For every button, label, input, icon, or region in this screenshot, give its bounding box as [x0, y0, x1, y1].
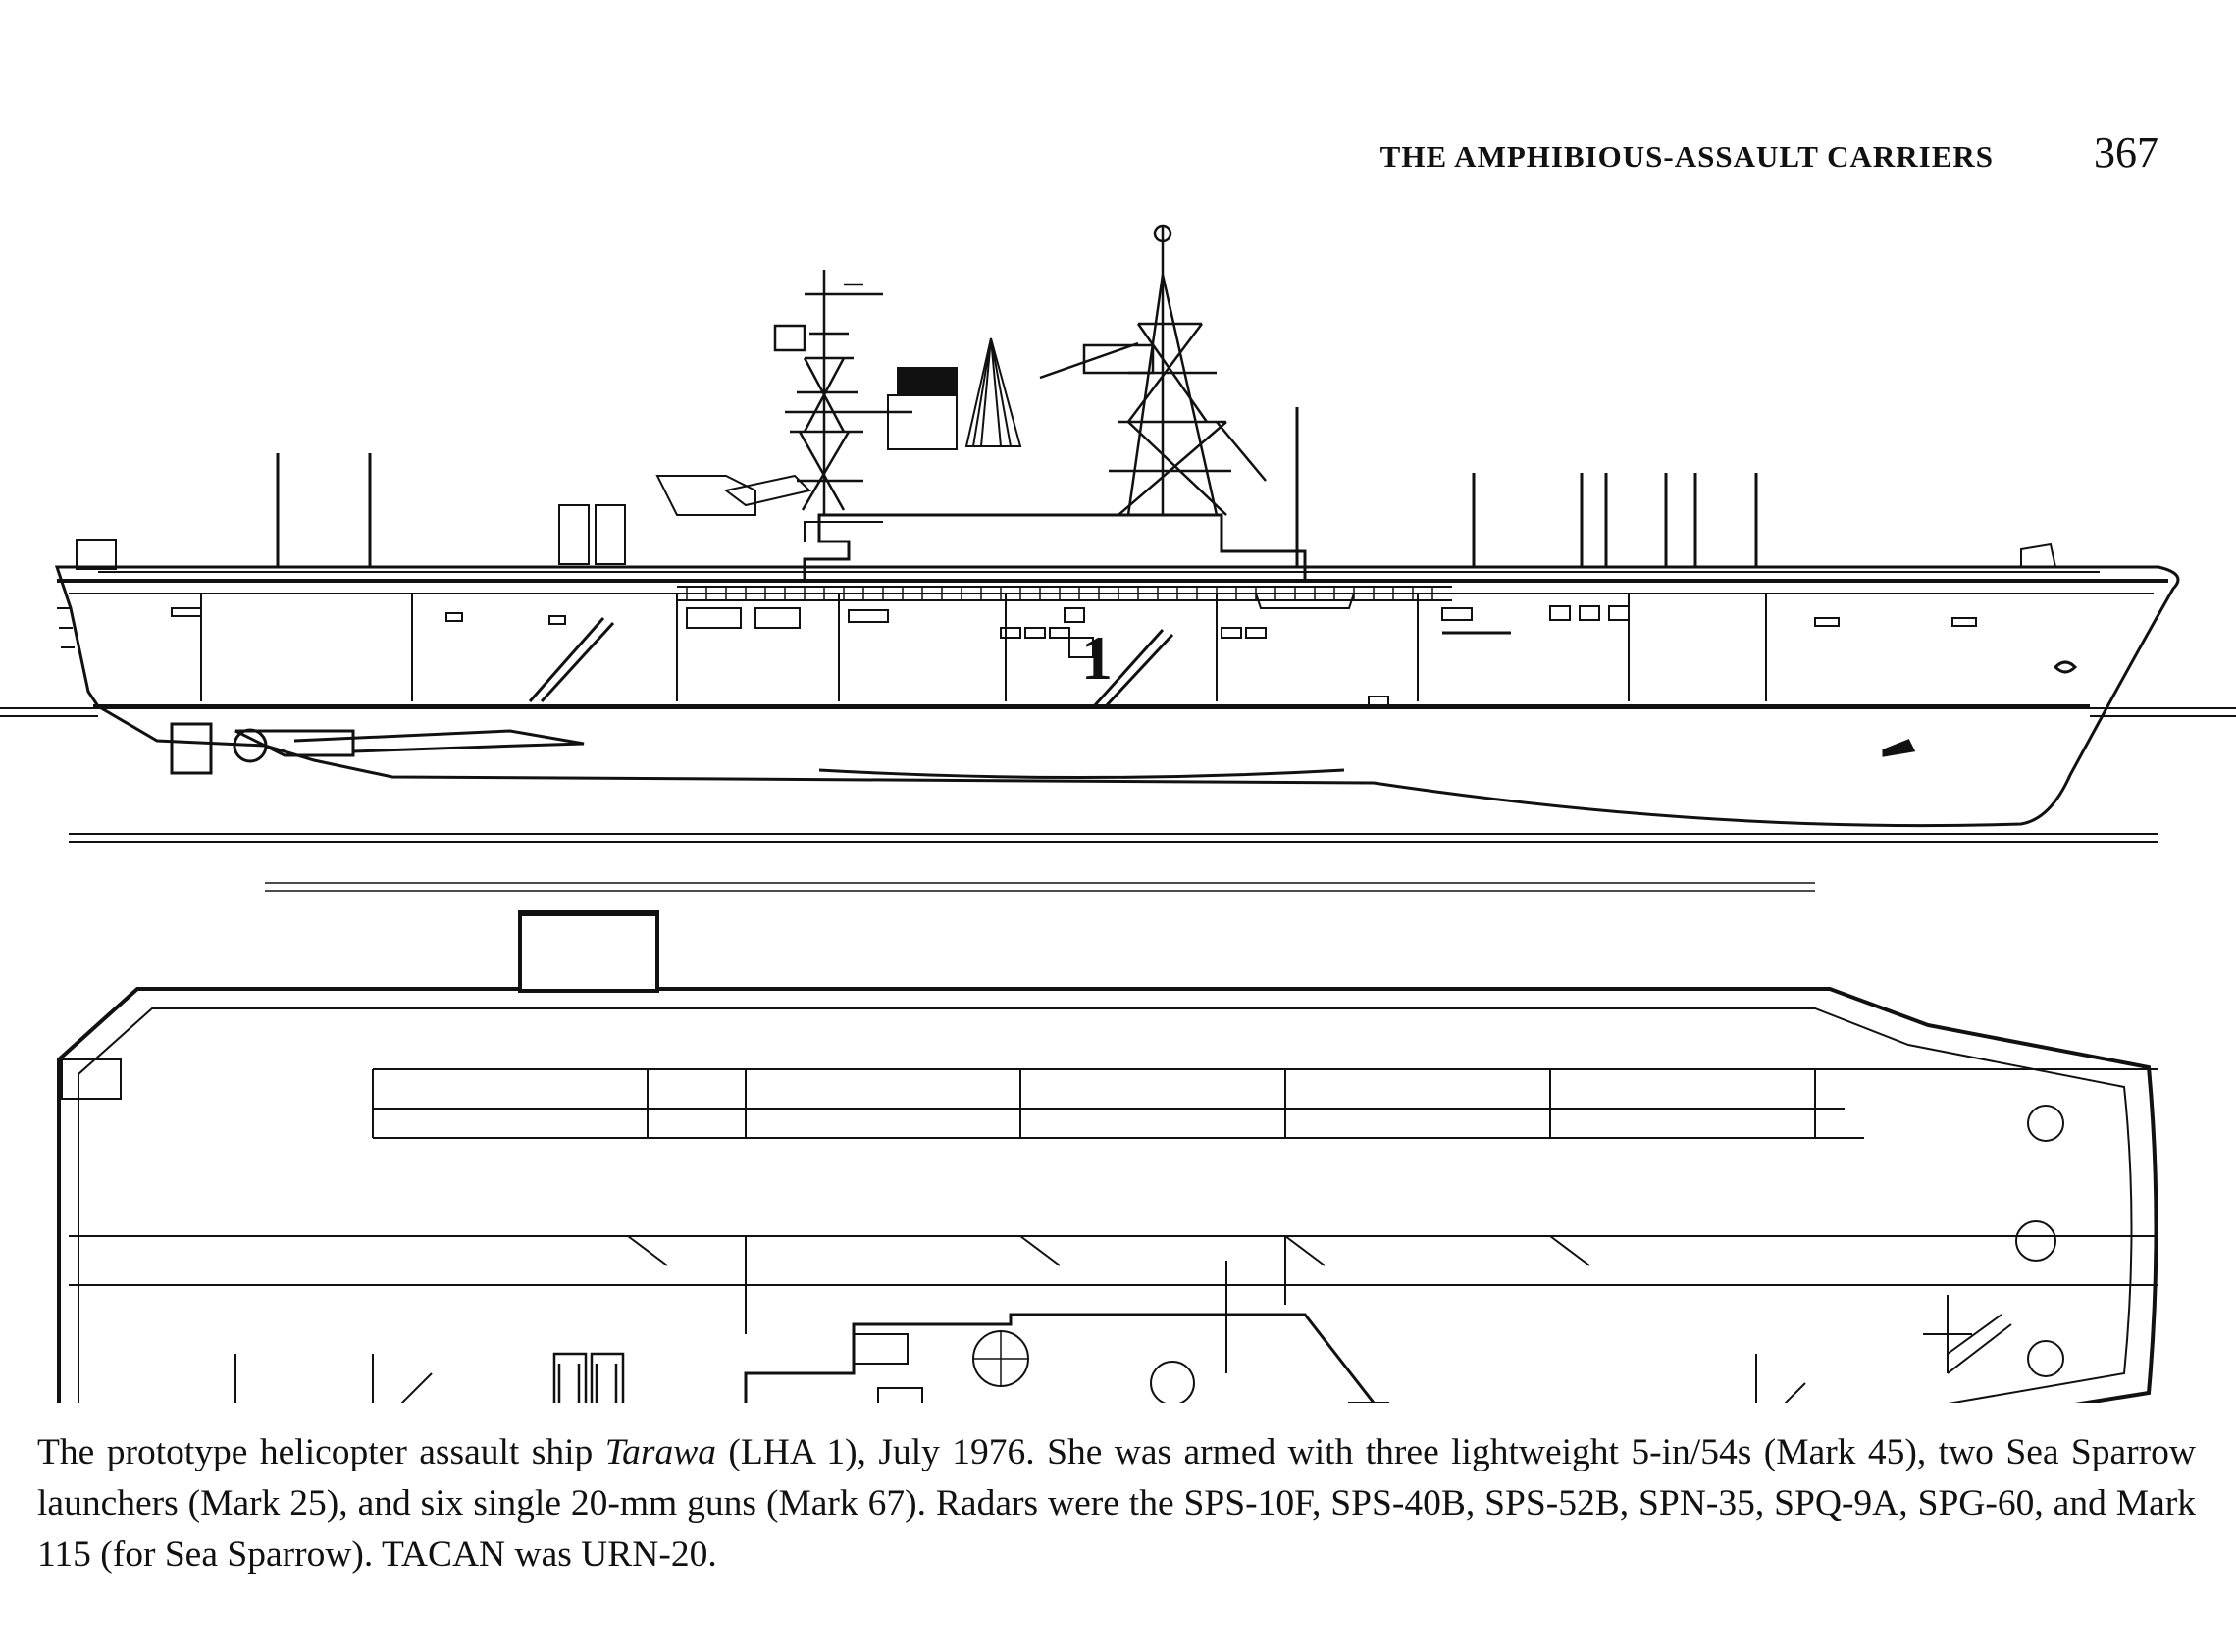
- profile-view: 1: [0, 224, 2236, 828]
- caption-ship-name: Tarawa: [604, 1432, 716, 1472]
- figure-caption: The prototype helicopter assault ship Ta…: [37, 1427, 2196, 1580]
- caption-part1: The prototype helicopter assault ship: [37, 1432, 605, 1472]
- page-number: 367: [2094, 129, 2158, 177]
- ship-drawing: 1: [0, 224, 2236, 1403]
- running-head: THE AMPHIBIOUS-ASSAULT CARRIERS 367: [1275, 126, 2158, 184]
- running-title: THE AMPHIBIOUS-ASSAULT CARRIERS: [1379, 139, 1994, 174]
- plan-view: [57, 833, 2158, 1403]
- caption-part2: (LHA 1), July 1976. She was armed with t…: [37, 1432, 2196, 1575]
- hull-number: 1: [1081, 623, 1113, 693]
